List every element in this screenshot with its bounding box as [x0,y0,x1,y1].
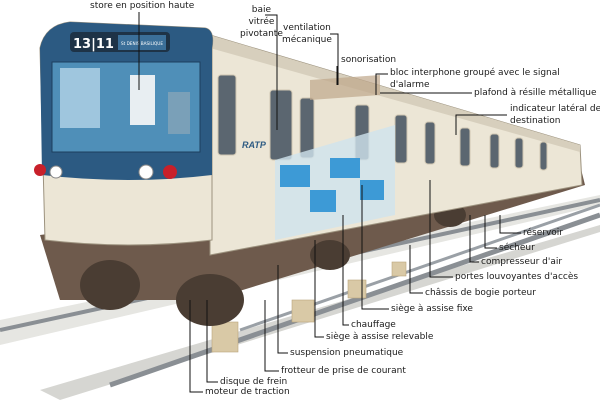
label-compresseur: compresseur d'air [481,257,563,267]
label-interphone-line1: bloc interphone groupé avec le signal [390,68,560,78]
label-ventilation-line2: mécanique [282,35,332,45]
leader-lines [138,12,521,393]
label-interphone: bloc interphone groupé avec le signal d'… [390,67,560,91]
headlights [34,164,177,180]
line-number: 13|11 [73,37,114,52]
label-plafond: plafond à résille métallique [474,88,597,98]
destination-name: St DENIS BASILIQUE [121,41,163,46]
label-secheur: sécheur [499,243,535,253]
roof-cutaway [310,75,380,100]
label-interphone-line2: d'alarme [390,80,430,90]
side-windows [217,74,548,171]
label-ventilation: ventilation mécanique [282,22,332,46]
label-indicateur-line2: destination [510,116,561,126]
label-siege-fixe: siège à assise fixe [391,304,473,314]
label-sonorisation: sonorisation [341,55,397,65]
label-baie-line3: pivotante [240,29,283,39]
label-disque: disque de frein [220,377,288,387]
label-reservoir: réservoir [523,228,563,238]
label-suspension: suspension pneumatique [290,348,404,358]
label-chauffage: chauffage [351,320,396,330]
label-chassis: châssis de bogie porteur [425,288,536,298]
label-portes: portes louvoyantes d'accès [455,272,579,282]
bogies [80,203,466,326]
label-siege-relevable: siège à assise relevable [326,332,434,342]
label-moteur: moteur de traction [205,387,290,397]
label-baie: baie vitrée pivotante [240,4,283,40]
interior-cutaway [275,125,395,240]
label-store: store en position haute [90,1,195,11]
label-baie-line2: vitrée [248,17,275,27]
rail-right [109,212,600,388]
label-baie-line1: baie [251,5,272,15]
label-frotteur: frotteur de prise de courant [281,366,406,376]
label-indicateur: indicateur latéral de destination [510,103,600,127]
ratp-logo: RATP [242,140,267,150]
label-ventilation-line1: ventilation [283,23,331,33]
seats [280,158,384,212]
label-indicateur-line1: indicateur latéral de [510,104,600,114]
